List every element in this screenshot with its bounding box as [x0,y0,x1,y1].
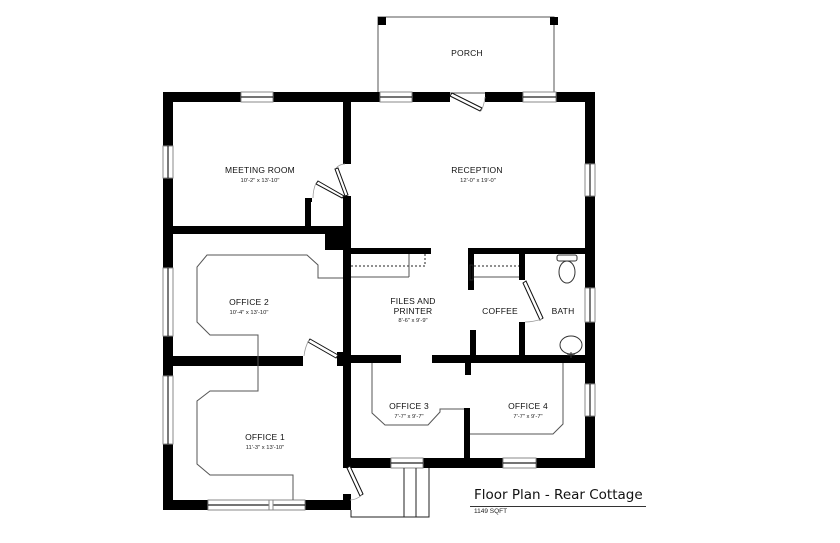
coffee-label: COFFEE [482,306,518,316]
files-printer-label-line1: FILES AND [390,296,435,306]
office-4-dims: 7'-7" x 9'-7" [513,414,542,420]
sink-icon [559,335,583,358]
title-underline [470,506,646,507]
porch [377,16,558,94]
bath-fixtures [556,254,583,358]
office-3-dims: 7'-7" x 9'-7" [394,414,423,420]
reception-label: RECEPTION [451,165,502,175]
files-printer-dims: 8'-6" x 9'-9" [398,318,427,324]
office-3-label: OFFICE 3 [389,401,429,411]
files-printer-label-line2: PRINTER [394,306,433,316]
office-1-label: OFFICE 1 [245,432,285,442]
plan-title: Floor Plan - Rear Cottage [474,487,643,503]
office-2-dims: 10'-4" x 13'-10" [230,310,269,316]
meeting-room-dims: 10'-2" x 13'-10" [241,178,280,184]
office-1-dims: 11'-3" x 13'-10" [246,445,284,451]
porch-label: PORCH [451,48,483,58]
plan-area: 1149 SQFT [474,508,508,515]
doors [303,92,544,501]
interior-walls [163,92,595,468]
bath-label: BATH [552,306,575,316]
exterior-walls [163,92,595,510]
toilet-icon [556,254,578,284]
meeting-room-label: MEETING ROOM [225,165,295,175]
built-in-desks [196,254,564,500]
office-4-label: OFFICE 4 [508,401,548,411]
entry-steps [350,468,430,518]
office-2-label: OFFICE 2 [229,297,269,307]
room-labels: PORCH MEETING ROOM 10'-2" x 13'-10" RECE… [225,48,574,451]
reception-dims: 12'-0" x 19'-0" [460,178,496,184]
windows [162,91,596,511]
